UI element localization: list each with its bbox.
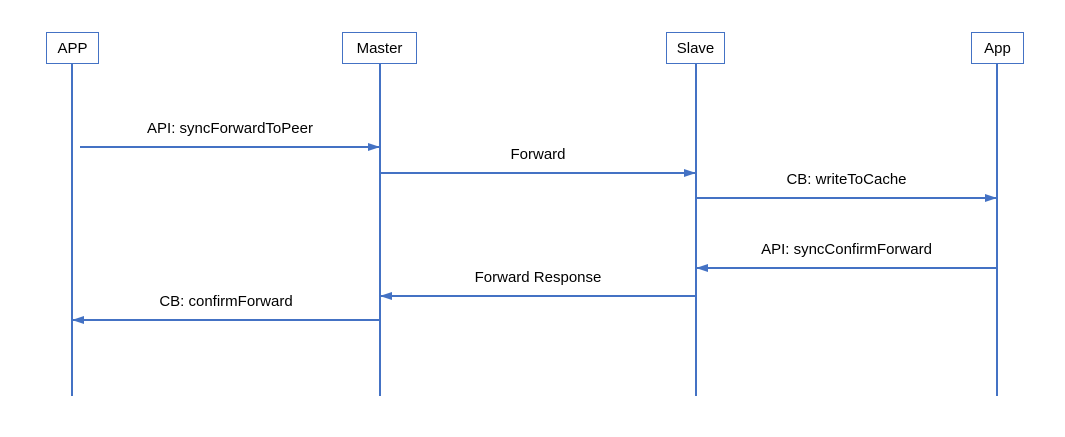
- actor-box-slave: Slave: [666, 32, 725, 64]
- lifeline-slave: [695, 64, 697, 396]
- arrowhead-right-icon: [684, 168, 696, 177]
- actor-label-master: Master: [356, 39, 403, 57]
- message-line-1: [380, 172, 696, 174]
- message-line-2: [696, 197, 997, 199]
- message-label-4: Forward Response: [474, 269, 602, 286]
- lifeline-app-left: [71, 64, 73, 396]
- message-label-1: Forward: [510, 146, 566, 163]
- lifeline-app-right: [996, 64, 998, 396]
- message-line-4: [380, 295, 696, 297]
- arrowhead-right-icon: [368, 142, 380, 151]
- message-label-0: API: syncForwardToPeer: [147, 120, 313, 137]
- actor-label-slave: Slave: [676, 39, 715, 57]
- arrowhead-right-icon: [985, 193, 997, 202]
- arrowhead-left-icon: [696, 263, 708, 272]
- lifeline-master: [379, 64, 381, 396]
- actor-label-app-left: APP: [57, 39, 88, 57]
- arrowhead-left-icon: [72, 315, 84, 324]
- message-line-0: [80, 146, 380, 148]
- arrowhead-left-icon: [380, 291, 392, 300]
- message-line-3: [696, 267, 997, 269]
- actor-box-master: Master: [342, 32, 417, 64]
- message-label-3: API: syncConfirmForward: [761, 241, 932, 258]
- message-label-5: CB: confirmForward: [159, 293, 293, 310]
- message-line-5: [72, 319, 380, 321]
- actor-box-app-right: App: [971, 32, 1024, 64]
- actor-label-app-right: App: [984, 39, 1011, 57]
- message-label-2: CB: writeToCache: [786, 171, 907, 188]
- actor-box-app-left: APP: [46, 32, 99, 64]
